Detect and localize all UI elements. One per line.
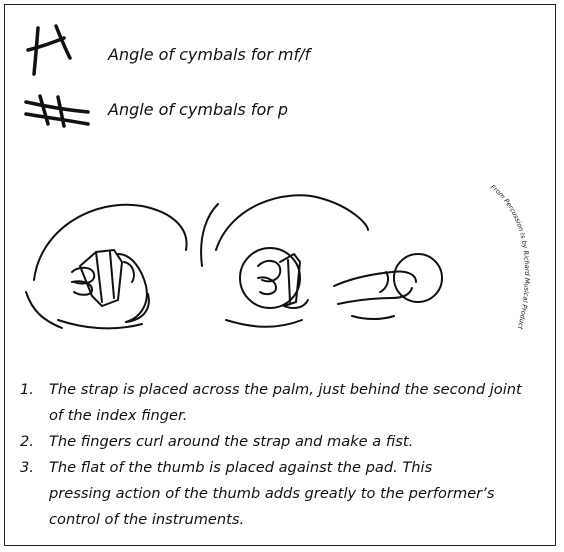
step-number: 2.	[20, 433, 34, 450]
list-item: 1. The strap is placed across the palm, …	[20, 377, 545, 429]
step-line: The fingers curl around the strap and ma…	[49, 433, 414, 450]
step-line: pressing action of the thumb adds greatl…	[49, 485, 495, 502]
steps-list: 1. The strap is placed across the palm, …	[20, 377, 545, 533]
angled-cymbal-lines-icon	[26, 24, 72, 76]
list-item: 2. The fingers curl around the strap and…	[20, 429, 545, 455]
step-line: The strap is placed across the palm, jus…	[49, 381, 522, 398]
legend-mf-f-label: Angle of cymbals for mf/f	[108, 45, 311, 64]
step-line: of the index finger.	[49, 407, 188, 424]
step-text: The strap is placed across the palm, jus…	[49, 377, 545, 429]
step-text: The flat of the thumb is placed against …	[49, 455, 545, 533]
legend-p-label: Angle of cymbals for p	[108, 100, 289, 119]
hand-holding-cymbal-strap-drawing: From Percussion Is by Richard Musical Pr…	[22, 170, 531, 330]
step-line: The flat of the thumb is placed against …	[49, 459, 433, 476]
list-item: 3. The flat of the thumb is placed again…	[20, 455, 545, 533]
content-frame	[4, 4, 556, 546]
step-number: 1.	[20, 381, 34, 398]
step-line: control of the instruments.	[49, 511, 245, 528]
step-number: 3.	[20, 459, 34, 476]
step-text: The fingers curl around the strap and ma…	[49, 429, 545, 455]
flat-cymbal-lines-icon	[24, 94, 90, 128]
